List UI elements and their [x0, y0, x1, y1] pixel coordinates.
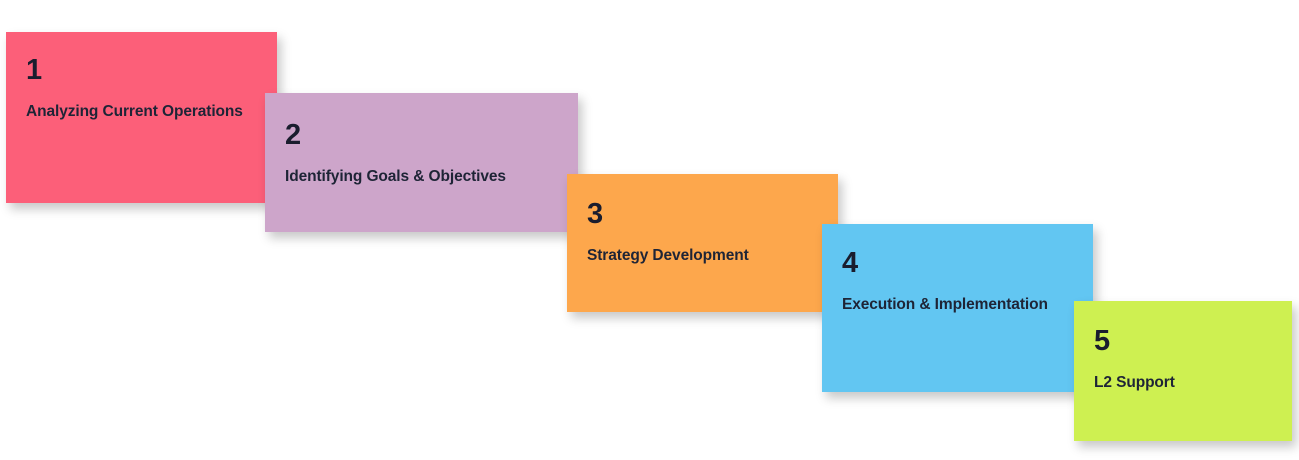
step-number-3: 3 [587, 198, 603, 230]
step-label-3: Strategy Development [587, 247, 749, 264]
step-label-2: Identifying Goals & Objectives [285, 168, 506, 185]
step-card-1[interactable]: 1 Analyzing Current Operations [6, 32, 277, 203]
step-label-1: Analyzing Current Operations [26, 103, 243, 120]
step-card-3[interactable]: 3 Strategy Development [567, 174, 838, 312]
step-card-5[interactable]: 5 L2 Support [1074, 301, 1292, 441]
step-number-5: 5 [1094, 325, 1110, 357]
step-label-4: Execution & Implementation [842, 296, 1048, 313]
step-card-2[interactable]: 2 Identifying Goals & Objectives [265, 93, 578, 232]
step-number-1: 1 [26, 54, 42, 86]
step-label-5: L2 Support [1094, 374, 1175, 391]
step-card-4[interactable]: 4 Execution & Implementation [822, 224, 1093, 392]
step-number-2: 2 [285, 119, 301, 151]
step-number-4: 4 [842, 247, 858, 279]
